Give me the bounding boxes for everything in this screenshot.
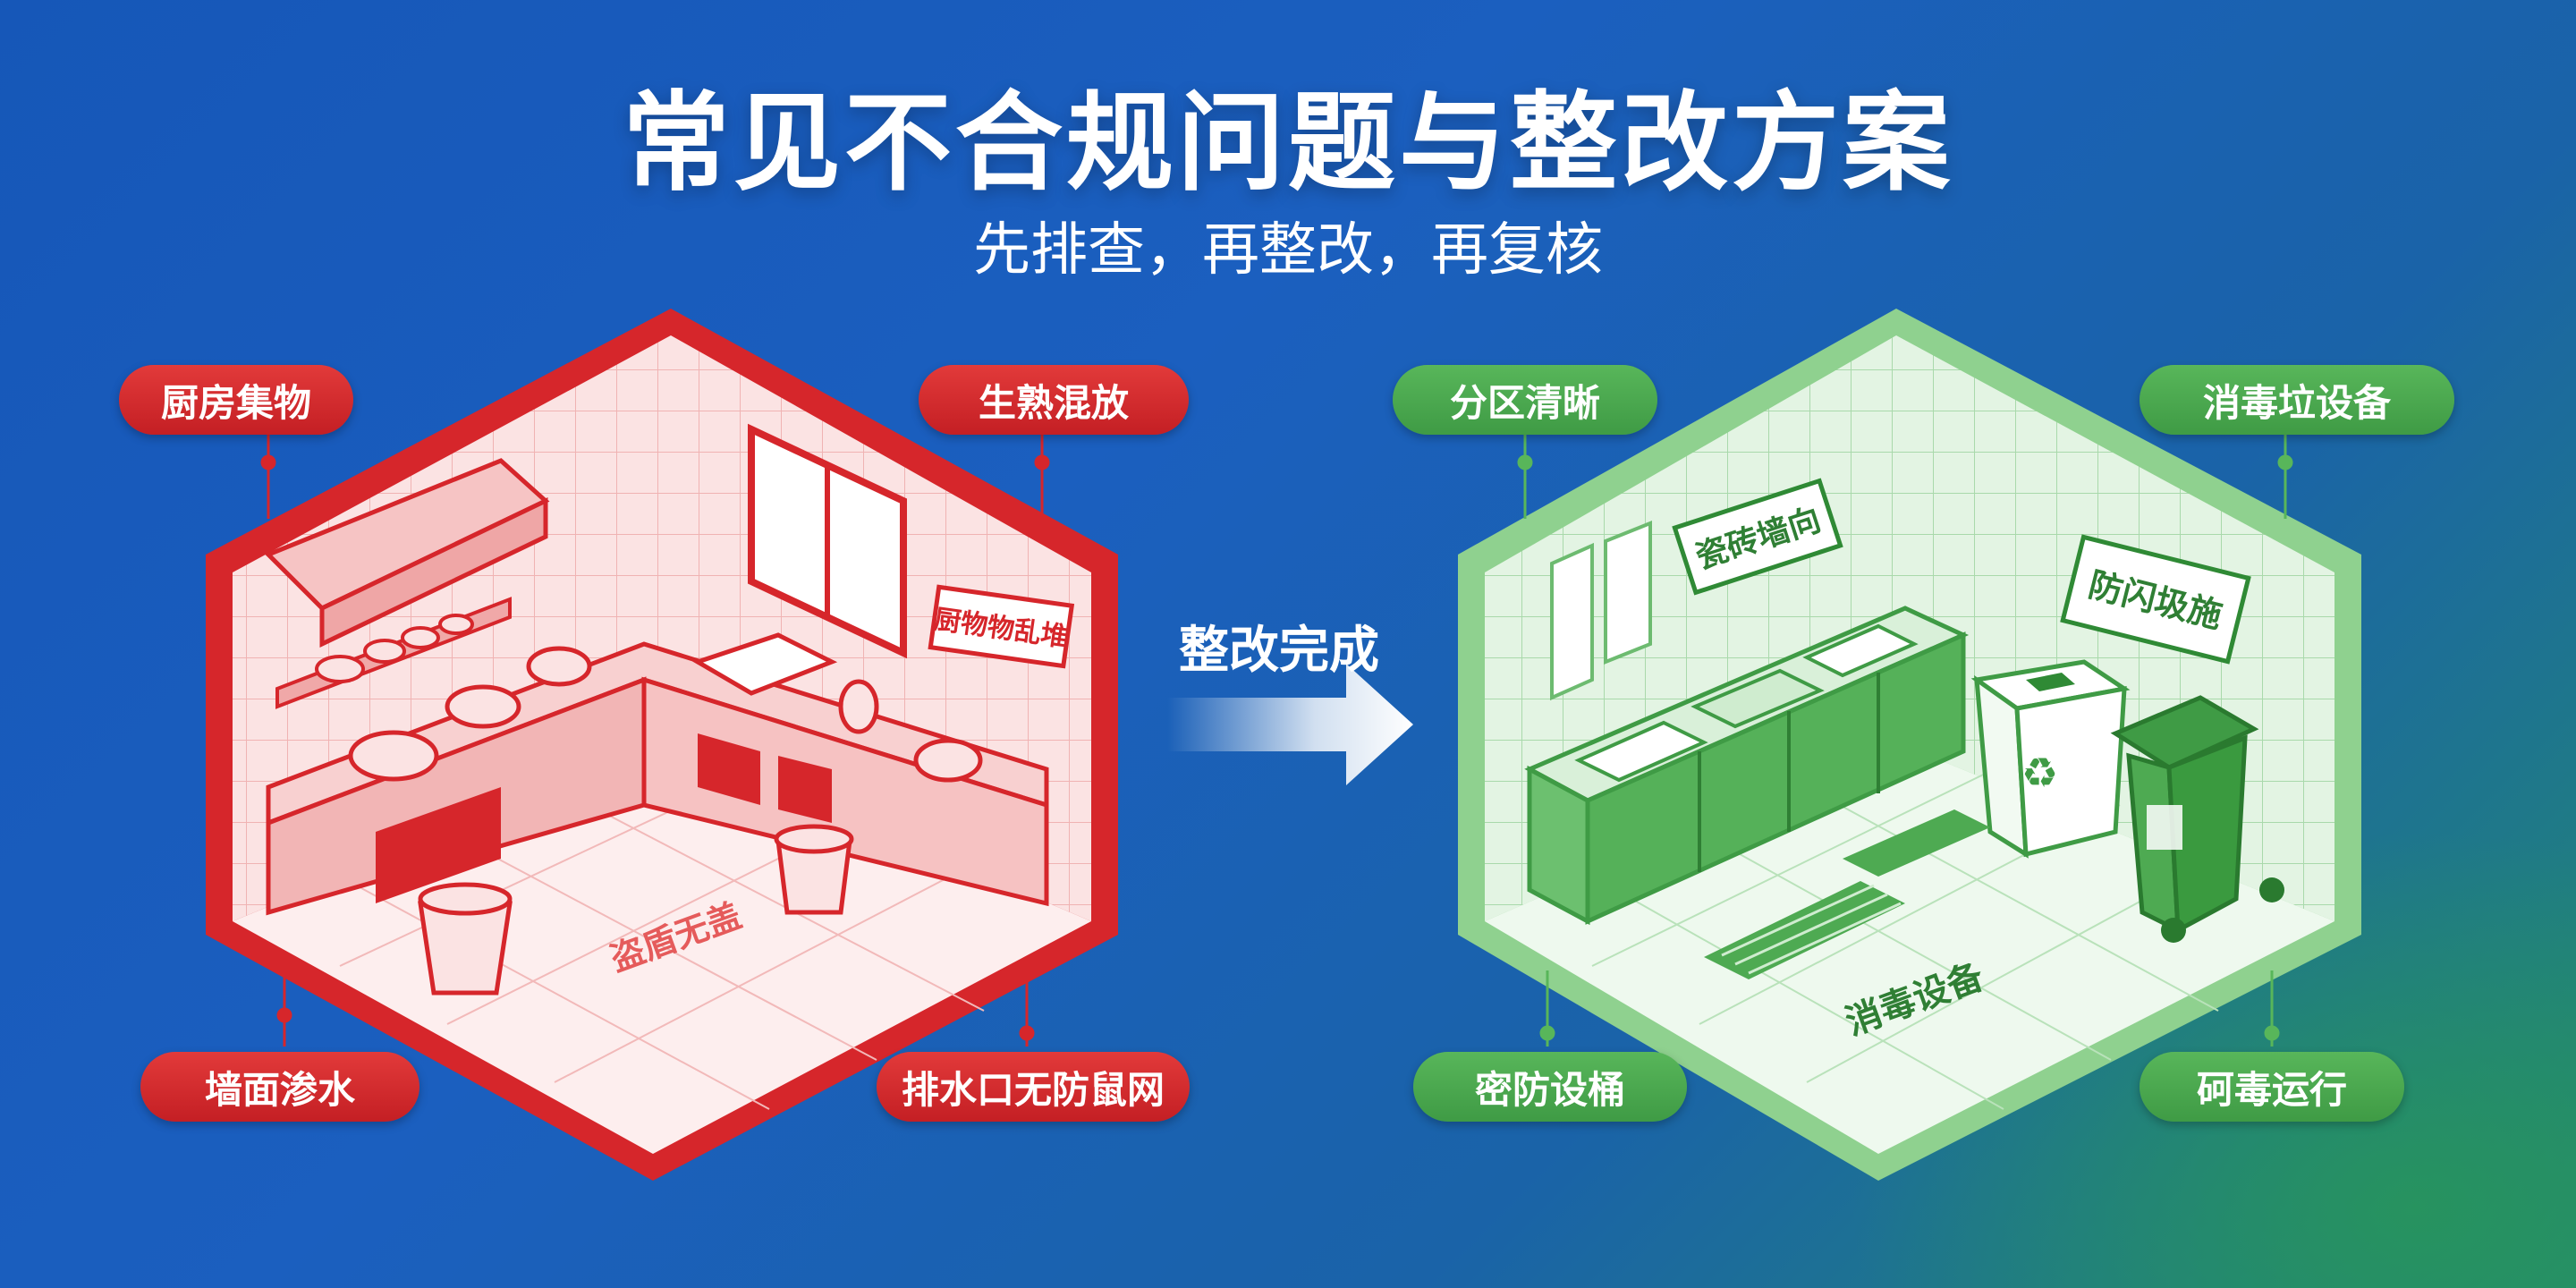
before-trash-can <box>418 901 513 996</box>
page-subtitle: 先排查，再整改，再复核 <box>973 217 1603 284</box>
green-trash-bin <box>2110 695 2259 770</box>
before-label-top-right: 生熟混放 <box>919 365 1189 435</box>
before-sink <box>691 632 838 696</box>
after-label-top-right: 消毒垃设备 <box>2140 365 2454 435</box>
page-title: 常见不合规问题与整改方案 <box>623 81 1953 206</box>
before-label-bottom-left: 墙面渗水 <box>140 1052 419 1122</box>
after-room: 瓷砖墙向 防闪圾施 ♻ 消毒设备 <box>1458 309 2361 1181</box>
after-label-bottom-left: 密防设桶 <box>1413 1052 1687 1122</box>
before-room: 厨物物乱堆 盗盾无盖 <box>206 309 1118 1181</box>
transition-arrow <box>1167 664 1413 785</box>
transition-label: 整改完成 <box>1179 622 1379 680</box>
after-label-bottom-right: 砢毒运行 <box>2140 1052 2404 1122</box>
after-callout-lines <box>1517 434 2293 1046</box>
after-sink <box>1574 720 1708 783</box>
before-label-bottom-right: 排水口无防鼠网 <box>877 1052 1190 1122</box>
after-label-top-left: 分区清晰 <box>1393 365 1657 435</box>
recycle-icon: ♻ <box>2021 749 2058 797</box>
pot <box>348 730 439 782</box>
before-callout-lines <box>260 434 1050 1046</box>
before-label-top-left: 厨房集物 <box>119 365 353 435</box>
